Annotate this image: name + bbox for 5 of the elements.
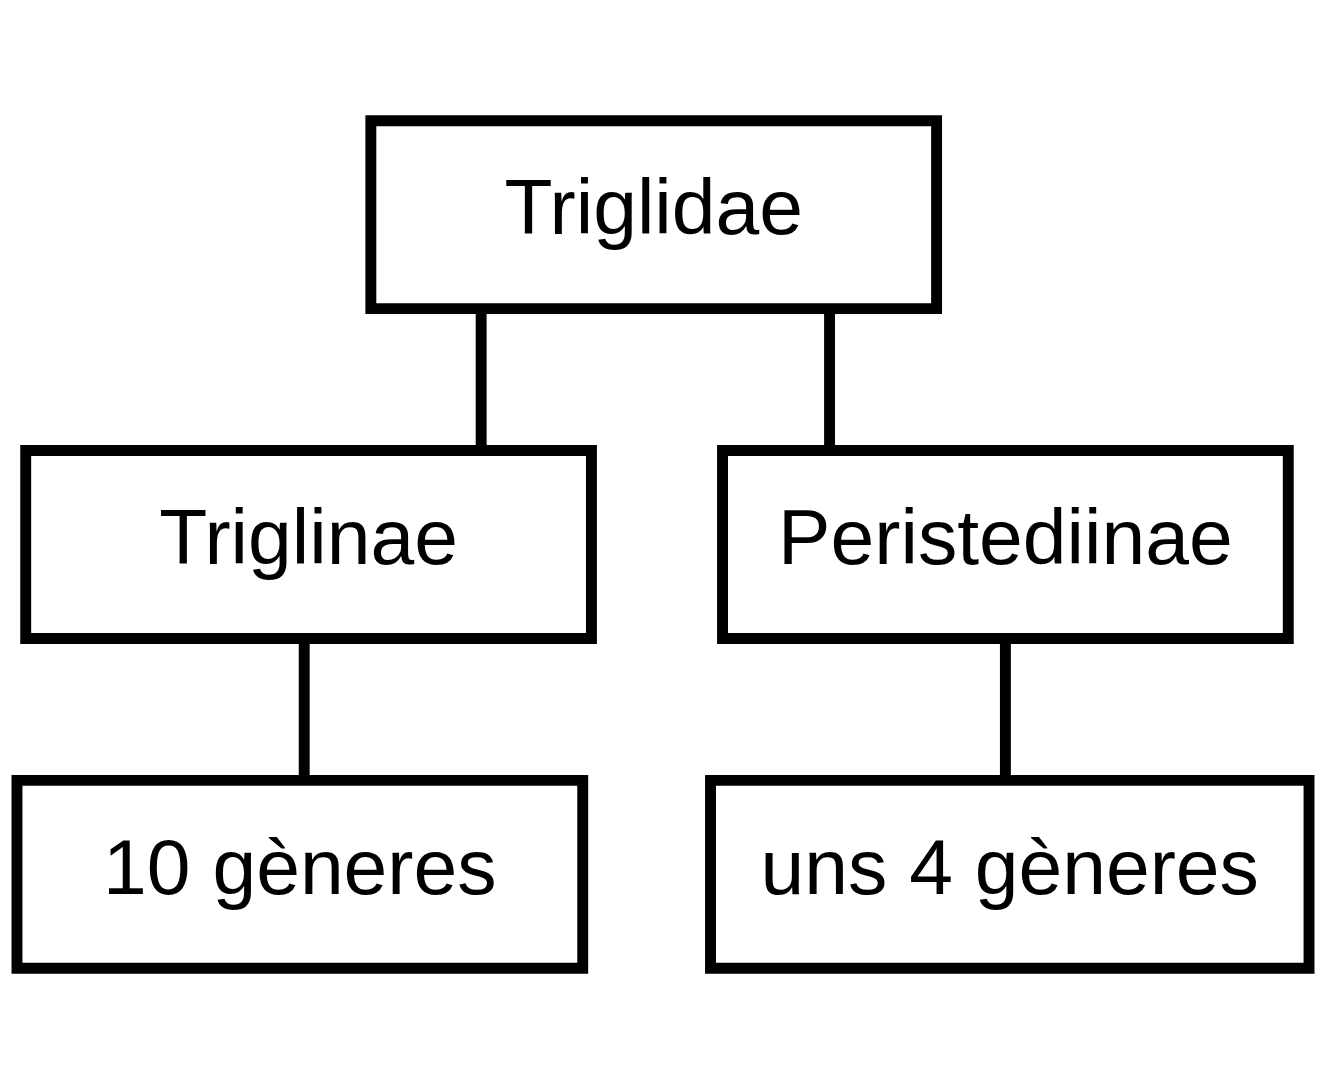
node-box: Triglinae <box>20 444 597 644</box>
node-box: uns 4 gèneres <box>705 774 1315 974</box>
node-box: Peristediinae <box>717 444 1294 644</box>
node-box: Triglidae <box>365 114 943 314</box>
node-box: 10 gèneres <box>11 774 589 974</box>
